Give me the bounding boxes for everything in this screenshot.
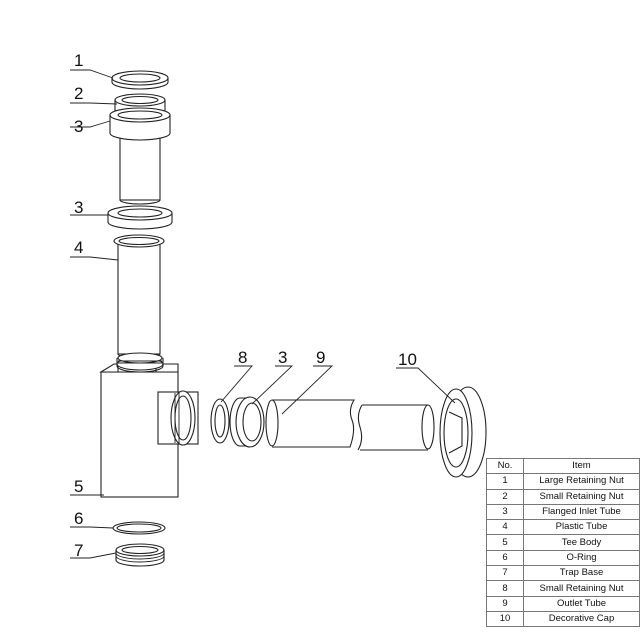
row-item: Trap Base bbox=[523, 565, 640, 582]
row-item: Outlet Tube bbox=[523, 595, 640, 612]
callout-7: 7 bbox=[74, 541, 83, 560]
table-row: 8 Small Retaining Nut bbox=[486, 580, 640, 597]
callout-8: 8 bbox=[238, 348, 247, 367]
callout-3-middle: 3 bbox=[74, 198, 83, 217]
row-no: 8 bbox=[486, 580, 524, 597]
part-8-small-retaining-nut bbox=[210, 398, 230, 444]
row-item: Plastic Tube bbox=[523, 519, 640, 536]
row-item: Decorative Cap bbox=[523, 610, 640, 628]
row-no: 1 bbox=[486, 473, 524, 490]
table-row: 10 Decorative Cap bbox=[486, 610, 640, 628]
part-3-nut bbox=[107, 205, 173, 230]
header-item: Item bbox=[523, 457, 640, 475]
callout-9: 9 bbox=[316, 348, 325, 367]
part-5-tee-body bbox=[99, 352, 199, 498]
row-item: Small Retaining Nut bbox=[523, 488, 640, 505]
table-row: 4 Plastic Tube bbox=[486, 519, 640, 536]
callout-2: 2 bbox=[74, 84, 83, 103]
table-row: 2 Small Retaining Nut bbox=[486, 488, 640, 505]
table-row: 1 Large Retaining Nut bbox=[486, 473, 640, 490]
table-row: 7 Trap Base bbox=[486, 565, 640, 582]
part-9-outlet-tube bbox=[265, 399, 435, 451]
part-6-o-ring bbox=[112, 521, 166, 535]
callout-3-upper: 3 bbox=[74, 117, 83, 136]
callout-10: 10 bbox=[398, 350, 417, 369]
row-no: 4 bbox=[486, 519, 524, 536]
header-no: No. bbox=[486, 457, 524, 475]
row-no: 10 bbox=[486, 610, 524, 628]
table-row: 5 Tee Body bbox=[486, 534, 640, 551]
callout-5: 5 bbox=[74, 477, 83, 496]
row-no: 9 bbox=[486, 595, 524, 612]
callout-6: 6 bbox=[74, 509, 83, 528]
row-item: O-Ring bbox=[523, 549, 640, 567]
row-item: Large Retaining Nut bbox=[523, 473, 640, 490]
row-item: Flanged Inlet Tube bbox=[523, 503, 640, 521]
part-1-large-retaining-nut bbox=[111, 70, 169, 90]
callout-1: 1 bbox=[74, 51, 83, 70]
part-3-side-nut bbox=[229, 396, 265, 448]
table-header-row: No. Item bbox=[486, 457, 640, 475]
callout-3-side: 3 bbox=[278, 348, 287, 367]
row-no: 5 bbox=[486, 534, 524, 551]
table-row: 3 Flanged Inlet Tube bbox=[486, 503, 640, 521]
part-7-trap-base bbox=[115, 543, 165, 567]
parts-table: No. Item 1 Large Retaining Nut 2 Small R… bbox=[486, 457, 640, 628]
callout-labels: 1 2 3 3 4 5 6 7 8 3 9 10 bbox=[74, 51, 417, 560]
row-no: 2 bbox=[486, 488, 524, 505]
table-row: 6 O-Ring bbox=[486, 549, 640, 567]
row-item: Tee Body bbox=[523, 534, 640, 551]
part-3-flanged-inlet-tube bbox=[109, 107, 171, 205]
row-no: 6 bbox=[486, 549, 524, 567]
part-10-decorative-cap bbox=[439, 386, 487, 478]
row-no: 7 bbox=[486, 565, 524, 582]
table-row: 9 Outlet Tube bbox=[486, 595, 640, 612]
callout-4: 4 bbox=[74, 238, 83, 257]
row-no: 3 bbox=[486, 503, 524, 521]
part-4-plastic-tube bbox=[113, 234, 165, 359]
row-item: Small Retaining Nut bbox=[523, 580, 640, 597]
